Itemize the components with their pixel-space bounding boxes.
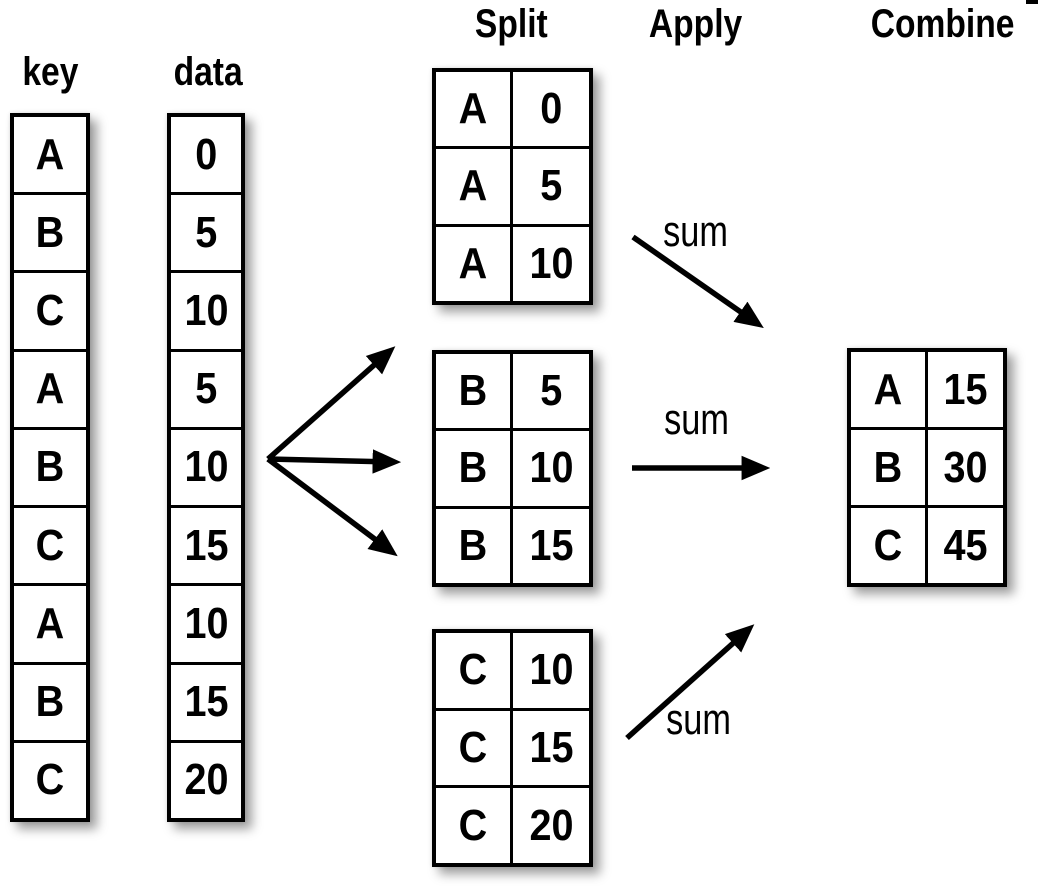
group-key-cell: A <box>436 72 513 147</box>
combine-stage-header-text: Combine <box>870 2 1015 46</box>
combine-stage-header: Combine <box>857 2 1015 46</box>
group-value-cell: 20 <box>528 800 574 850</box>
table-row: B 30 <box>851 430 1003 508</box>
page-crop-artifact <box>1026 0 1038 4</box>
split-table-group-b: B 5 B 10 B 15 <box>432 350 593 587</box>
split-stage-header-text: Split <box>474 2 548 46</box>
table-row: A 5 <box>436 149 589 227</box>
group-value-cell: 15 <box>528 723 574 772</box>
data-cell: 10 <box>171 586 241 665</box>
data-cell: 15 <box>171 508 241 587</box>
data-cell: 10 <box>171 273 241 352</box>
data-cell: 5 <box>171 352 241 430</box>
combine-value-cell: 30 <box>943 442 988 492</box>
data-column-label-text: data <box>173 50 243 94</box>
fanout-arrow-to-group-a <box>266 346 396 462</box>
data-cell: 10 <box>171 430 241 509</box>
table-row: C 20 <box>436 788 589 864</box>
split-table-group-c: C 10 C 15 C 20 <box>432 629 593 867</box>
group-key-cell: B <box>436 508 513 583</box>
data-cell: 5 <box>171 195 241 274</box>
data-cell: 20 <box>183 755 229 805</box>
group-key-cell: B <box>436 354 513 429</box>
group-value-cell: 10 <box>528 645 574 695</box>
split-table-group-a: A 0 A 5 A 10 <box>432 68 593 305</box>
group-key-cell: A <box>436 149 513 224</box>
key-cell: B <box>14 195 86 274</box>
key-cell: B <box>14 430 86 509</box>
combine-key-cell: B <box>851 430 928 505</box>
apply-stage-header: Apply <box>626 2 766 46</box>
data-cell: 15 <box>171 665 241 743</box>
group-value-cell: 5 <box>539 366 563 416</box>
key-column-label: key <box>10 50 90 94</box>
table-row: B 5 <box>436 354 589 432</box>
combine-table: A 15 B 30 C 45 <box>847 348 1007 587</box>
apply-sum-label-c: sum <box>666 695 732 744</box>
table-row: A 15 <box>851 352 1003 430</box>
key-cell: A <box>14 586 86 665</box>
key-column: A B C A B C A B C <box>10 113 90 822</box>
group-key-cell: C <box>436 710 513 786</box>
combine-key-cell: A <box>851 352 928 427</box>
table-row: C 15 <box>436 710 589 789</box>
key-cell: A <box>14 352 86 430</box>
group-value-cell: 5 <box>539 161 563 211</box>
table-row: B 15 <box>436 508 589 583</box>
data-column-label: data <box>167 50 245 94</box>
table-row: A 10 <box>436 226 589 301</box>
key-cell: C <box>14 273 86 352</box>
key-cell: C <box>35 755 65 805</box>
group-value-cell: 0 <box>539 84 563 134</box>
apply-stage-header-text: Apply <box>649 2 743 46</box>
data-cell: 0 <box>171 117 241 196</box>
group-value-cell: 10 <box>528 443 574 493</box>
group-key-cell: A <box>436 226 513 301</box>
table-row: C 45 <box>851 508 1003 583</box>
key-cell: B <box>14 665 86 743</box>
fanout-arrow-to-group-b <box>267 449 402 474</box>
fanout-arrow-to-group-c <box>266 456 398 557</box>
key-cell: A <box>14 117 86 196</box>
table-row: C 10 <box>436 633 589 711</box>
group-value-cell: 15 <box>528 520 574 570</box>
split-stage-header: Split <box>441 2 581 46</box>
combine-value-cell: 15 <box>943 364 988 414</box>
group-key-cell: C <box>436 633 513 708</box>
group-key-cell: C <box>436 788 513 864</box>
table-row: B 10 <box>436 431 589 509</box>
table-row: A 0 <box>436 72 589 150</box>
data-column: 0 5 10 5 10 15 10 15 20 <box>167 113 245 822</box>
combine-value-cell: 45 <box>943 520 988 570</box>
group-key-cell: B <box>436 431 513 506</box>
group-value-cell: 10 <box>528 238 574 288</box>
apply-sum-label-b: sum <box>664 395 730 444</box>
combine-key-cell: C <box>851 508 928 583</box>
key-column-label-text: key <box>21 50 79 94</box>
key-cell: C <box>14 508 86 587</box>
apply-sum-label-a: sum <box>663 207 729 256</box>
